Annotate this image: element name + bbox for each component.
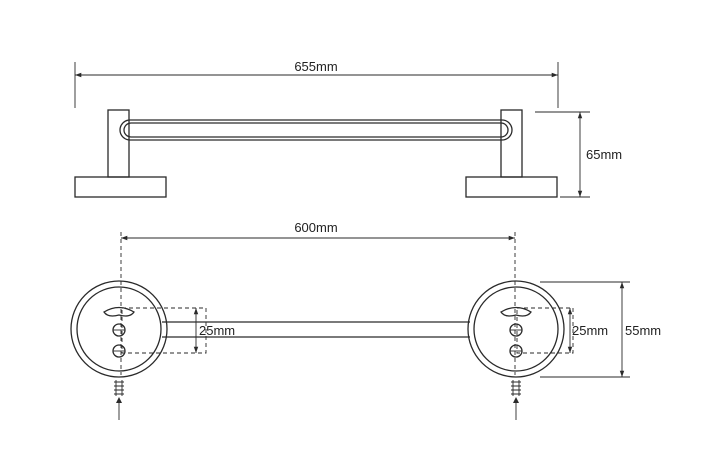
side-view: 655mm 65mm [74, 59, 622, 198]
right-post [500, 109, 523, 178]
diameter-label: 55mm [625, 323, 661, 338]
left-screw-icon [114, 380, 124, 396]
right-mount [467, 280, 565, 420]
left-base-inner-circle [76, 286, 162, 372]
top-view: 600mm [70, 220, 661, 420]
right-offset-box [516, 307, 574, 354]
height-label: 65mm [586, 147, 622, 162]
left-screw-arrow-icon [116, 397, 122, 403]
right-screw-icon [511, 380, 521, 396]
left-mount [70, 280, 168, 420]
right-keyhole-slot-icon [500, 306, 532, 317]
overall-length-label: 655mm [294, 59, 337, 74]
left-base-plate [74, 176, 167, 198]
left-keyhole-slot-icon [103, 306, 135, 317]
right-screw-arrow-icon [513, 397, 519, 403]
left-post [107, 109, 130, 178]
side-bar-outer [119, 119, 513, 141]
right-offset-label: 25mm [572, 323, 608, 338]
right-base-plate [465, 176, 558, 198]
left-base-outer-circle [70, 280, 168, 378]
left-offset-box [121, 307, 207, 354]
right-base-outer-circle [467, 280, 565, 378]
side-bar-inner [123, 122, 509, 138]
right-base-inner-circle [473, 286, 559, 372]
centers-label: 600mm [294, 220, 337, 235]
left-offset-label: 25mm [199, 323, 235, 338]
